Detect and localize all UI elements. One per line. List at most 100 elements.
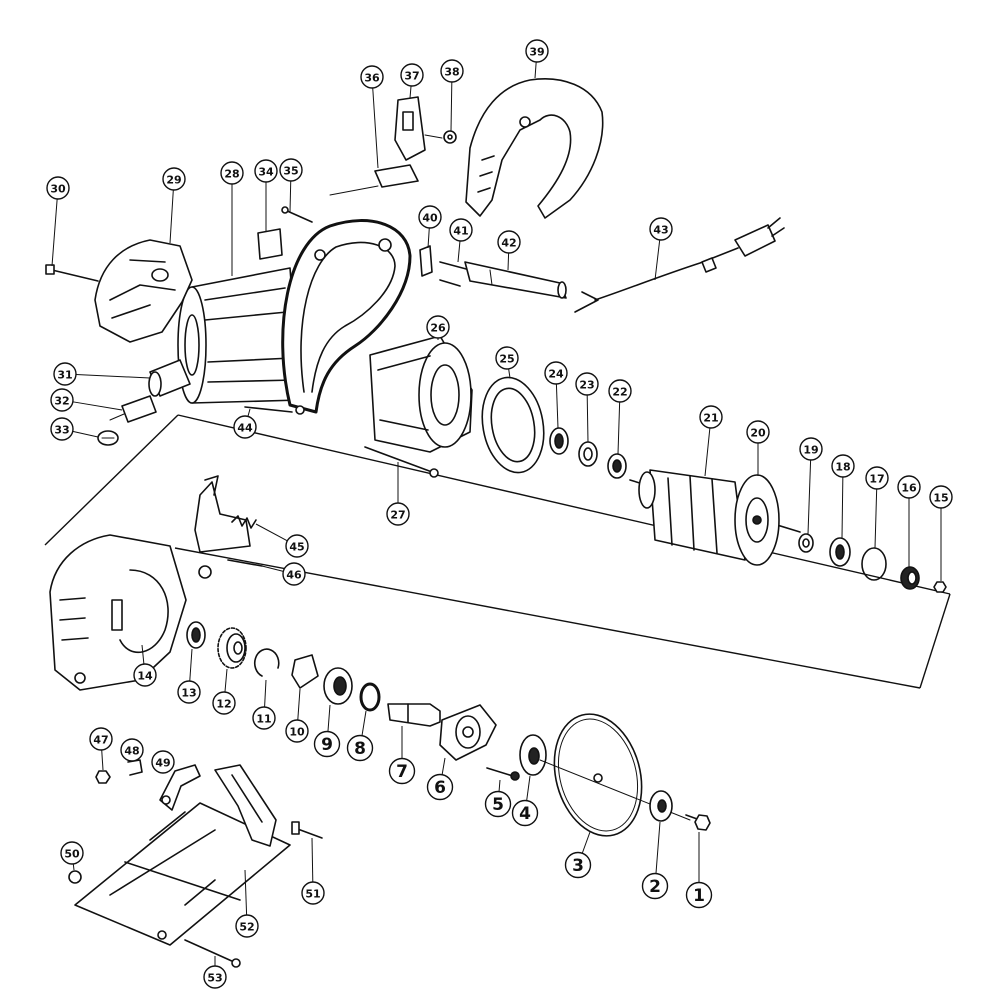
- part-number-callout: 44: [233, 415, 257, 439]
- callout-circle: [649, 217, 673, 241]
- part-number-label: 51: [305, 888, 320, 901]
- part-gear-housing: [49, 534, 187, 691]
- callout-circle: [279, 158, 303, 182]
- part-bearing-24: [549, 427, 569, 455]
- part-auxiliary-handle: [464, 261, 567, 299]
- callout-circle: [360, 65, 384, 89]
- part-number-callout: 40: [418, 205, 442, 229]
- part-number-callout: 39: [525, 39, 549, 63]
- part-number-label: 10: [289, 726, 305, 739]
- part-number-callout: 48: [120, 738, 144, 762]
- part-screw-44: [244, 406, 293, 413]
- part-number-callout: 35: [279, 158, 303, 182]
- part-gear-12: [217, 627, 247, 669]
- callout-circle: [426, 315, 450, 339]
- part-pinion-16: [900, 566, 920, 590]
- part-number-label: 46: [286, 569, 302, 582]
- leader-line: [72, 401, 123, 411]
- part-number-label: 22: [612, 386, 627, 399]
- callout-circle: [50, 417, 74, 441]
- part-number-label: 16: [901, 482, 917, 495]
- part-motor-housing: [177, 219, 412, 415]
- callout-circle: [46, 176, 70, 200]
- callout-circle: [285, 719, 309, 743]
- part-number-callout: 2: [641, 872, 669, 900]
- leader-line: [617, 401, 621, 455]
- part-number-callout: 25: [495, 346, 519, 370]
- part-bearing-9: [323, 667, 353, 705]
- part-number-callout: 28: [220, 161, 244, 185]
- part-number-label: 15: [933, 492, 948, 505]
- callout-circle: [233, 415, 257, 439]
- callout-circle: [575, 372, 599, 396]
- leader-line: [264, 679, 267, 708]
- part-number-callout: 29: [162, 167, 186, 191]
- part-number-callout: 9: [313, 730, 341, 758]
- part-switch: [394, 96, 443, 161]
- part-number-callout: 6: [426, 773, 454, 801]
- part-number-callout: 19: [799, 437, 823, 461]
- callout-circle: [203, 965, 227, 989]
- callout-circle: [511, 799, 539, 827]
- callout-circle: [699, 405, 723, 429]
- part-stator: [369, 335, 473, 453]
- part-number-label: 11: [256, 713, 271, 726]
- leader-line: [704, 427, 711, 477]
- leader-line: [72, 863, 75, 871]
- part-number-label: 2: [649, 877, 661, 897]
- callout-circle: [151, 750, 175, 774]
- part-number-label: 30: [50, 183, 66, 196]
- part-ring-17: [861, 547, 887, 581]
- callout-circle: [641, 872, 669, 900]
- leader-line: [361, 710, 367, 736]
- callout-circle: [400, 63, 424, 87]
- callout-circle: [177, 680, 201, 704]
- part-brush-holder: [148, 359, 191, 397]
- callout-circle: [50, 388, 74, 412]
- leader-line: [297, 688, 301, 721]
- part-number-label: 3: [572, 856, 584, 876]
- part-number-label: 18: [835, 461, 850, 474]
- callout-circle: [449, 218, 473, 242]
- part-number-label: 19: [803, 444, 818, 457]
- part-number-label: 35: [283, 165, 298, 178]
- leader-line: [261, 565, 284, 572]
- part-number-label: 27: [390, 509, 405, 522]
- leader-line: [169, 189, 174, 244]
- part-pin-46: [227, 559, 263, 567]
- part-number-label: 25: [499, 353, 514, 366]
- part-spring-45: [231, 515, 257, 529]
- leader-line: [450, 81, 453, 132]
- part-screw-35: [281, 206, 313, 223]
- part-nut-47: [95, 770, 111, 784]
- callout-circle: [897, 475, 921, 499]
- part-flange-housing-6: [439, 704, 497, 761]
- part-bearing-23: [578, 441, 598, 467]
- part-number-label: 29: [166, 174, 181, 187]
- part-rear-cap: [94, 239, 193, 343]
- part-number-callout: 34: [254, 159, 278, 183]
- part-number-label: 38: [444, 66, 459, 79]
- leader-line: [508, 368, 511, 379]
- part-number-callout: 16: [897, 475, 921, 499]
- part-number-label: 37: [404, 70, 419, 83]
- leader-line: [224, 668, 228, 693]
- part-number-callout: 47: [89, 727, 113, 751]
- part-carbon-brush: [109, 395, 157, 423]
- part-baffle-ring: [481, 376, 545, 474]
- part-number-callout: 20: [746, 420, 770, 444]
- part-number-label: 23: [579, 379, 594, 392]
- part-number-label: 40: [422, 212, 438, 225]
- callout-circle: [346, 734, 374, 762]
- leader-line: [498, 779, 501, 792]
- part-switch-plate: [329, 164, 419, 196]
- part-number-callout: 41: [449, 218, 473, 242]
- part-number-label: 41: [453, 225, 468, 238]
- part-washer-22: [607, 453, 627, 479]
- leader-line: [75, 374, 151, 379]
- leader-line: [72, 430, 99, 438]
- part-screw-5: [486, 767, 520, 781]
- leader-line: [507, 252, 510, 271]
- part-spindle-lock: [194, 475, 251, 579]
- leader-line: [51, 198, 58, 267]
